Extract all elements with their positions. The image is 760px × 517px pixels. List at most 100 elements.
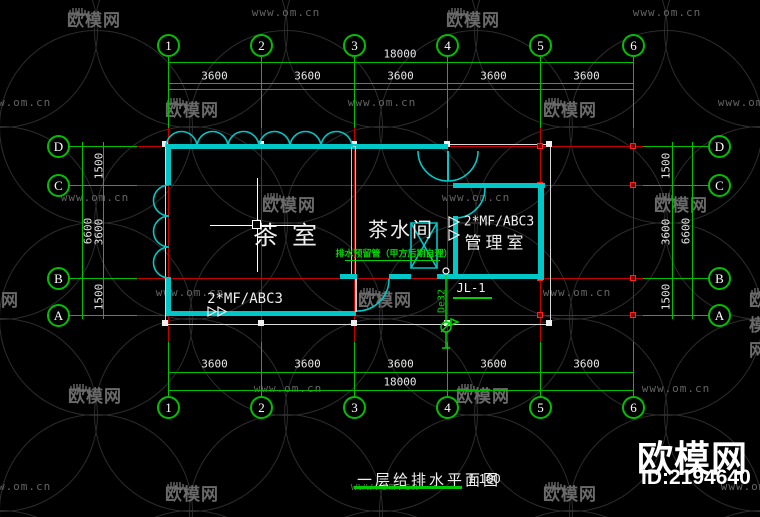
- dim-bottom-seg-4: 3600: [573, 357, 600, 371]
- grip-white: [258, 320, 264, 326]
- dim-ext-right-3: [643, 315, 708, 316]
- watermark-url: www.om.cn: [720, 480, 760, 493]
- dim-line-bottom-1: [168, 390, 634, 391]
- drawing-scale: 1:100: [468, 471, 501, 486]
- watermark-logo: 欧模网: [654, 191, 708, 216]
- pipe-label-right: 2*MF/ABC3: [463, 214, 535, 230]
- dim-top-seg-4: 3600: [573, 69, 600, 83]
- dim-top-seg-0: 3600: [201, 69, 228, 83]
- watermark-logo-text: 欧模网: [165, 101, 219, 120]
- watermark-url: www.om.cn: [632, 6, 702, 19]
- watermark-logo: 欧模网: [68, 382, 122, 407]
- grip-red: [537, 312, 543, 318]
- dim-top-seg-2: 3600: [387, 69, 414, 83]
- axis-bubble-top-2: 2: [250, 34, 273, 57]
- watermark-logo-text: 欧模网: [654, 196, 708, 215]
- sofa-icon: [263, 193, 283, 203]
- axis-bubble-top-1: 1: [157, 34, 180, 57]
- water-riser-pipe: [440, 268, 460, 349]
- dim-ext-top-3: [447, 56, 448, 128]
- axis-bubble-bottom-1: 1: [157, 396, 180, 419]
- fixture-arrow-symbols: [207, 216, 461, 318]
- valve-symbol: [440, 321, 452, 333]
- sofa-icon: [655, 193, 675, 203]
- axis-bubble-right-A: A: [708, 304, 731, 327]
- sofa-icon: [359, 288, 379, 298]
- grip-white: [351, 320, 357, 326]
- axis-bubble-left-D: D: [47, 135, 70, 158]
- dim-ext-top-5: [633, 56, 634, 128]
- drain-note-underline: [345, 260, 440, 261]
- watermark-url: www.om.cn: [717, 96, 760, 109]
- axis-bubble-top-3: 3: [343, 34, 366, 57]
- sofa-icon: [447, 8, 467, 18]
- dim-ext-top-0: [168, 56, 169, 128]
- watermark-url: www.om.cn: [542, 286, 612, 299]
- watermark-url: www.om.cn: [251, 6, 321, 19]
- grip-white: [444, 320, 450, 326]
- wall-b-mid: [389, 274, 411, 279]
- dim-top-seg-3: 3600: [480, 69, 507, 83]
- watermark-url: www.om.cn: [347, 96, 417, 109]
- watermark-logo-text: 欧模网: [446, 11, 500, 30]
- dim-line-right-0: [672, 142, 673, 319]
- axis-bubble-right-D: D: [708, 135, 731, 158]
- watermark-url: www.om.cn: [60, 191, 130, 204]
- dim-ext-top-4: [540, 56, 541, 128]
- watermark-url: www.om.cn: [253, 382, 323, 395]
- grip-red: [630, 143, 636, 149]
- axis-bubble-bottom-6: 6: [622, 396, 645, 419]
- dim-top-total: 18000: [383, 47, 417, 61]
- grip-white: [162, 141, 168, 147]
- grip-red: [537, 143, 543, 149]
- watermark-logo-text: 欧模网: [543, 485, 597, 504]
- grip-red: [630, 275, 636, 281]
- dim-ext-top-1: [261, 56, 262, 128]
- axis-bubble-left-B: B: [47, 267, 70, 290]
- wall-south: [166, 311, 356, 316]
- door-jamb-south: [355, 279, 357, 312]
- dim-bottom-total: 18000: [383, 375, 417, 389]
- dim-ext-bottom-0: [168, 342, 169, 396]
- grid-row-line-C: [137, 185, 643, 186]
- watermark-logo-text: 欧模网: [262, 196, 316, 215]
- wall-b-west: [340, 274, 357, 279]
- grid-column-line-3: [354, 128, 355, 342]
- watermark-logo-text: 欧模网: [67, 11, 121, 30]
- dim-line-left-1: [103, 142, 104, 319]
- grid-column-line-6: [633, 128, 634, 342]
- door-leaf-corridor: [447, 151, 449, 181]
- wall-office-right: [538, 183, 544, 280]
- title-underline: [354, 486, 462, 489]
- room-label-tea: 茶室: [252, 223, 332, 250]
- axis-bubble-left-A: A: [47, 304, 70, 327]
- watermark-logo: 欧模网: [446, 6, 500, 31]
- dim-ext-right-0: [643, 146, 708, 147]
- dim-ext-right-1: [643, 185, 708, 186]
- watermark-logo: 欧模网: [358, 286, 412, 311]
- dim-ext-bottom-4: [540, 342, 541, 396]
- grip-white: [546, 141, 552, 147]
- dim-line-left-0: [82, 142, 83, 319]
- watermark-url: www.om.cn: [641, 382, 711, 395]
- axis-bubble-top-5: 5: [529, 34, 552, 57]
- axis-bubble-bottom-4: 4: [436, 396, 459, 419]
- sofa-icon: [750, 288, 760, 298]
- dim-bottom-seg-1: 3600: [294, 357, 321, 371]
- axis-bubble-top-6: 6: [622, 34, 645, 57]
- axis-bubble-right-B: B: [708, 267, 731, 290]
- watermark-logo-text: 欧模网: [749, 291, 760, 360]
- riser-label: JL-1: [456, 281, 486, 295]
- room-label-office: 管理室: [464, 233, 528, 253]
- dim-line-top-0: [168, 62, 634, 63]
- watermark-logo: 欧模网: [67, 6, 121, 31]
- sofa-icon: [544, 98, 564, 108]
- dim-ext-bottom-5: [633, 342, 634, 396]
- brand-id-number: ID:2194640: [641, 466, 751, 489]
- dim-ext-bottom-3: [447, 342, 448, 396]
- dim-ext-bottom-1: [261, 342, 262, 396]
- axis-bubble-bottom-5: 5: [529, 396, 552, 419]
- grip-red: [630, 182, 636, 188]
